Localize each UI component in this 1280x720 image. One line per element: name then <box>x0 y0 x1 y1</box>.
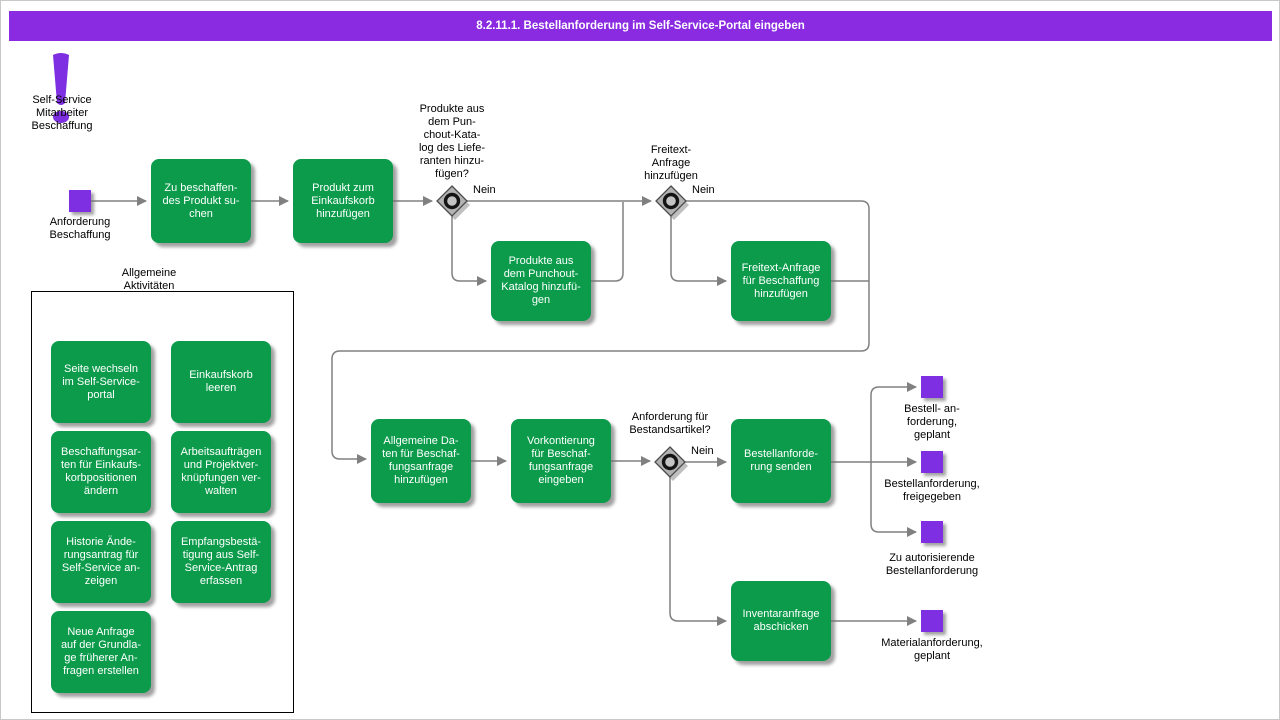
task-seite-wechseln[interactable]: Seite wechseln im Self-Service- portal <box>51 341 151 423</box>
event-label-material: Materialanforderung, geplant <box>881 637 983 662</box>
connector <box>591 202 624 282</box>
gateway-bestand-question: Anforderung für Bestandsartikel? <box>629 411 711 436</box>
gateway-freitext[interactable] <box>655 185 689 220</box>
page-title: 8.2.11.1. Bestellanforderung im Self-Ser… <box>476 20 805 32</box>
gateway-punchout[interactable] <box>436 185 470 220</box>
connector <box>870 382 917 462</box>
task-neue-anfrage-erstellen[interactable]: Neue Anfrage auf der Grundla- ge frühere… <box>51 611 151 693</box>
task-freitext-anfrage[interactable]: Freitext-Anfrage für Beschaffung hinzufü… <box>731 241 831 321</box>
gateway-bestandsartikel[interactable] <box>654 446 688 481</box>
event-label-start: Anforderung Beschaffung <box>49 216 111 241</box>
event-zu-autorisierende[interactable] <box>921 521 943 543</box>
gateway-freitext-question: Freitext- Anfrage hinzufügen <box>644 144 698 182</box>
general-activities-panel <box>31 291 294 713</box>
task-beschaffungsarten-aendern[interactable]: Beschaffungsar- ten für Einkaufs- korbpo… <box>51 431 151 513</box>
task-einkaufskorb-leeren[interactable]: Einkaufskorb leeren <box>171 341 271 423</box>
task-produkt-einkaufskorb[interactable]: Produkt zum Einkaufskorb hinzufügen <box>293 159 393 243</box>
task-empfangsbestaetigung-erfassen[interactable]: Empfangsbestä- tigung aus Self- Service-… <box>171 521 271 603</box>
task-produkt-suchen[interactable]: Zu beschaffen- des Produkt su- chen <box>151 159 251 243</box>
event-anforderung-beschaffung[interactable] <box>69 190 91 212</box>
gateway-circle-icon <box>661 453 679 471</box>
task-allgemeine-daten[interactable]: Allgemeine Da- ten für Beschaf- fungsanf… <box>371 419 471 503</box>
gateway-bestand-no-label: Nein <box>691 445 714 457</box>
connector <box>669 477 727 626</box>
task-historie-anzeigen[interactable]: Historie Ände- rungsantrag für Self-Serv… <box>51 521 151 603</box>
task-arbeitsauftraege-verwalten[interactable]: Arbeitsaufträgen und Projektver- knüpfun… <box>171 431 271 513</box>
task-vorkontierung[interactable]: Vorkontierung für Beschaf- fungsanfrage … <box>511 419 611 503</box>
panel-title: Allgemeine Aktivitäten <box>121 267 177 292</box>
event-bestellanforderung-geplant[interactable] <box>921 376 943 398</box>
event-label-freigegeben: Bestellanforderung, freigegeben <box>884 478 980 503</box>
event-label-autorisierende: Zu autorisierende Bestellanforderung <box>885 552 979 577</box>
connector <box>451 216 487 286</box>
gateway-punchout-no-label: Nein <box>473 184 496 196</box>
event-label-geplant: Bestell- an- forderung, geplant <box>904 403 960 441</box>
title-bar: 8.2.11.1. Bestellanforderung im Self-Ser… <box>9 11 1272 41</box>
gateway-punchout-question: Produkte aus dem Pun- chout-Kata- log de… <box>418 103 486 180</box>
connector <box>870 462 917 537</box>
task-bestellanforderung-senden[interactable]: Bestellanforde- rung senden <box>731 419 831 503</box>
event-materialanforderung[interactable] <box>921 610 943 632</box>
event-bestellanforderung-freigegeben[interactable] <box>921 451 943 473</box>
task-punchout-katalog[interactable]: Produkte aus dem Punchout- Katalog hinzu… <box>491 241 591 321</box>
exclamation-icon[interactable] <box>45 51 81 131</box>
connector <box>670 216 727 286</box>
connector <box>331 200 870 464</box>
gateway-circle-icon <box>662 192 680 210</box>
gateway-freitext-no-label: Nein <box>692 184 715 196</box>
gateway-circle-icon <box>443 192 461 210</box>
annotation-label: Self-Service Mitarbeiter Beschaffung <box>31 94 93 132</box>
task-inventaranfrage[interactable]: Inventaranfrage abschicken <box>731 581 831 661</box>
